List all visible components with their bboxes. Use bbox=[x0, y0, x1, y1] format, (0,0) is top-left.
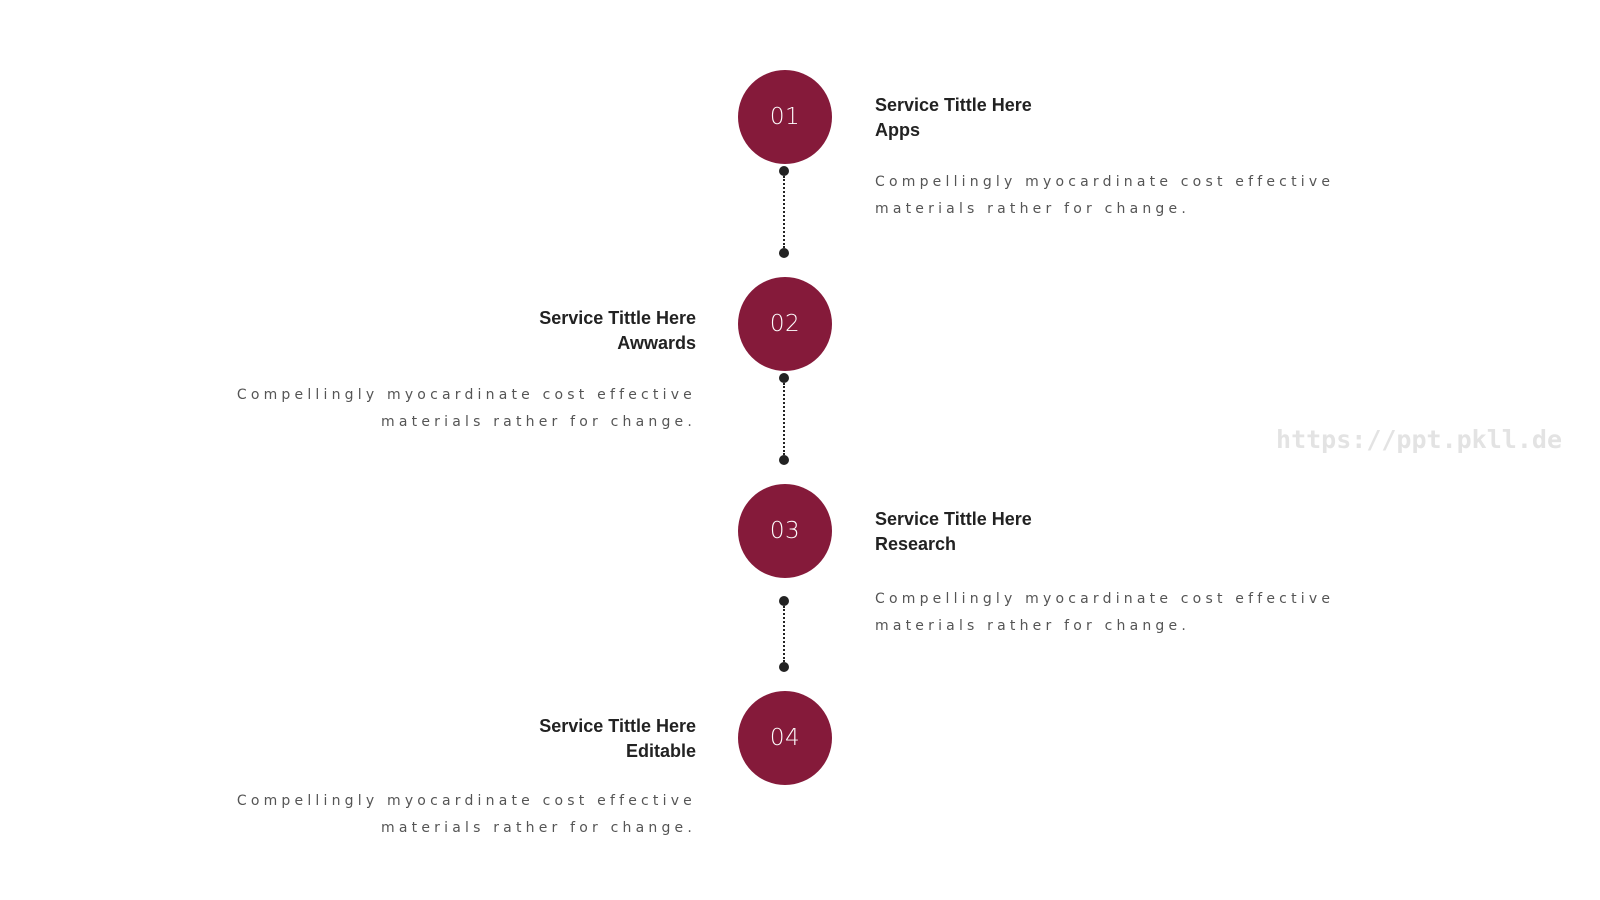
step-2-description: Compellingly myocardinate cost effective… bbox=[176, 382, 696, 436]
step-2-description-line-1: Compellingly myocardinate cost effective bbox=[236, 387, 696, 403]
step-4-number: 04 bbox=[769, 725, 801, 751]
step-2-title-line-1: Service Tittle Here bbox=[539, 308, 696, 328]
step-3-description: Compellingly myocardinate cost effective… bbox=[875, 586, 1395, 640]
step-3-title-line-2: Research bbox=[875, 534, 957, 554]
step-1-description-line-2: materials rather for change. bbox=[875, 201, 1190, 217]
step-4-description: Compellingly myocardinate cost effective… bbox=[176, 788, 696, 842]
step-2-description-line-2: materials rather for change. bbox=[381, 414, 696, 430]
step-1-title-line-1: Service Tittle Here bbox=[875, 95, 1032, 115]
connector-dot bbox=[779, 248, 789, 258]
step-1-number-circle: 01 bbox=[738, 70, 832, 164]
step-2-connector bbox=[779, 373, 791, 465]
connector-dotted-line bbox=[783, 176, 785, 248]
connector-dotted-line bbox=[783, 383, 785, 455]
step-4-title-line-2: Editable bbox=[625, 741, 696, 761]
step-4-title-line-1: Service Tittle Here bbox=[539, 716, 696, 736]
step-1-description: Compellingly myocardinate cost effective… bbox=[875, 169, 1395, 223]
connector-dot bbox=[779, 455, 789, 465]
step-4-number-circle: 04 bbox=[738, 691, 832, 785]
step-3-title-line-1: Service Tittle Here bbox=[875, 509, 1032, 529]
watermark-text: https://ppt.pkll.de bbox=[1276, 425, 1562, 454]
step-3-title: Service Tittle Here Research bbox=[875, 507, 1175, 557]
step-4-description-line-2: materials rather for change. bbox=[381, 820, 696, 836]
step-3-description-line-1: Compellingly myocardinate cost effective bbox=[875, 591, 1335, 607]
step-3-number-circle: 03 bbox=[738, 484, 832, 578]
step-4-title: Service Tittle Here Editable bbox=[396, 714, 696, 764]
step-1-connector bbox=[779, 166, 791, 258]
step-4-description-line-1: Compellingly myocardinate cost effective bbox=[236, 793, 696, 809]
step-2-number-circle: 02 bbox=[738, 277, 832, 371]
step-1-title-line-2: Apps bbox=[875, 120, 920, 140]
step-1-title: Service Tittle Here Apps bbox=[875, 93, 1175, 143]
step-3-connector bbox=[779, 596, 791, 672]
connector-dot bbox=[779, 166, 789, 176]
connector-dotted-line bbox=[783, 606, 785, 662]
connector-dot bbox=[779, 373, 789, 383]
connector-dot bbox=[779, 596, 789, 606]
connector-dot bbox=[779, 662, 789, 672]
step-2-number: 02 bbox=[769, 311, 801, 337]
step-3-number: 03 bbox=[769, 518, 801, 544]
step-1-number: 01 bbox=[769, 104, 801, 130]
step-1-description-line-1: Compellingly myocardinate cost effective bbox=[875, 174, 1335, 190]
step-2-title-line-2: Awwards bbox=[617, 333, 696, 353]
step-3-description-line-2: materials rather for change. bbox=[875, 618, 1190, 634]
step-2-title: Service Tittle Here Awwards bbox=[396, 306, 696, 356]
